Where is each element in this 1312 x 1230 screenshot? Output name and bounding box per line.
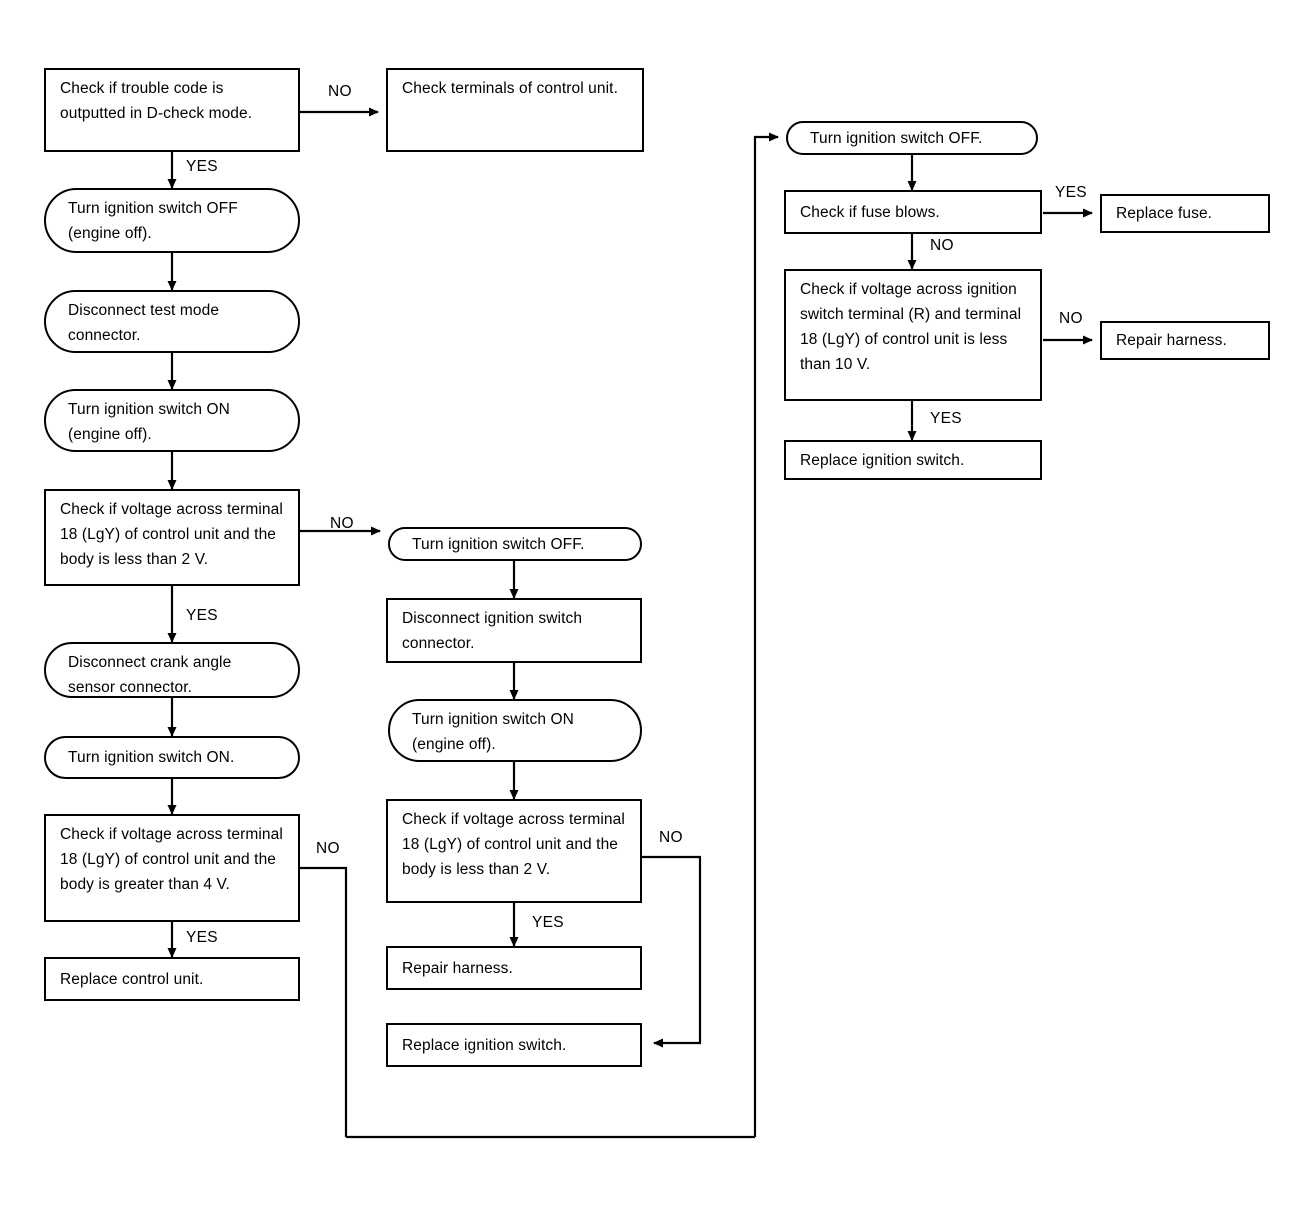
node-check-if-fuse-blows: Check if fuse blows. (784, 190, 1042, 234)
node-turn-ignition-switch-on-engine-off-left: Turn ignition switch ON (engine off). (44, 389, 300, 452)
node-check-voltage-greater-than-4v: Check if voltage across terminal 18 (LgY… (44, 814, 300, 922)
node-check-voltage-less-than-10v: Check if voltage across ignition switch … (784, 269, 1042, 401)
node-disconnect-ignition-switch-connector: Disconnect ignition switch connector. (386, 598, 642, 663)
node-disconnect-crank-angle-sensor-connector: Disconnect crank angle sensor connector. (44, 642, 300, 698)
node-check-trouble-code: Check if trouble code is outputted in D-… (44, 68, 300, 152)
node-check-voltage-less-than-2v-middle: Check if voltage across terminal 18 (LgY… (386, 799, 642, 903)
node-turn-ignition-switch-on-left: Turn ignition switch ON. (44, 736, 300, 779)
edge-label-yes-voltage-right: YES (930, 410, 962, 427)
node-replace-ignition-switch-right: Replace ignition switch. (784, 440, 1042, 480)
node-turn-ignition-switch-on-engine-off-middle: Turn ignition switch ON (engine off). (388, 699, 642, 762)
edge-label-yes-bottom-left: YES (186, 929, 218, 946)
edge-label-no-mid-center: NO (659, 829, 683, 846)
node-replace-control-unit: Replace control unit. (44, 957, 300, 1001)
node-repair-harness-right: Repair harness. (1100, 321, 1270, 360)
node-disconnect-test-mode-connector: Disconnect test mode connector. (44, 290, 300, 353)
node-check-voltage-less-than-2v-left: Check if voltage across terminal 18 (LgY… (44, 489, 300, 586)
edge-label-yes-mid-center: YES (532, 914, 564, 931)
edge-label-yes-fuse: YES (1055, 184, 1087, 201)
edge-label-yes-mid-left: YES (186, 607, 218, 624)
node-turn-ignition-switch-off-engine-off-left: Turn ignition switch OFF (engine off). (44, 188, 300, 253)
node-turn-ignition-switch-off-middle: Turn ignition switch OFF. (388, 527, 642, 561)
edge-label-no-fuse: NO (930, 237, 954, 254)
node-replace-ignition-switch-middle: Replace ignition switch. (386, 1023, 642, 1067)
edge-label-no-bottom-left: NO (316, 840, 340, 857)
edge-label-no-top-left: NO (328, 83, 352, 100)
node-repair-harness-middle: Repair harness. (386, 946, 642, 990)
node-check-terminals-of-control-unit: Check terminals of control unit. (386, 68, 644, 152)
node-replace-fuse: Replace fuse. (1100, 194, 1270, 233)
edge-label-yes-top-left: YES (186, 158, 218, 175)
edge-label-no-voltage-right: NO (1059, 310, 1083, 327)
node-turn-ignition-switch-off-right: Turn ignition switch OFF. (786, 121, 1038, 155)
edge-label-no-mid-left: NO (330, 515, 354, 532)
